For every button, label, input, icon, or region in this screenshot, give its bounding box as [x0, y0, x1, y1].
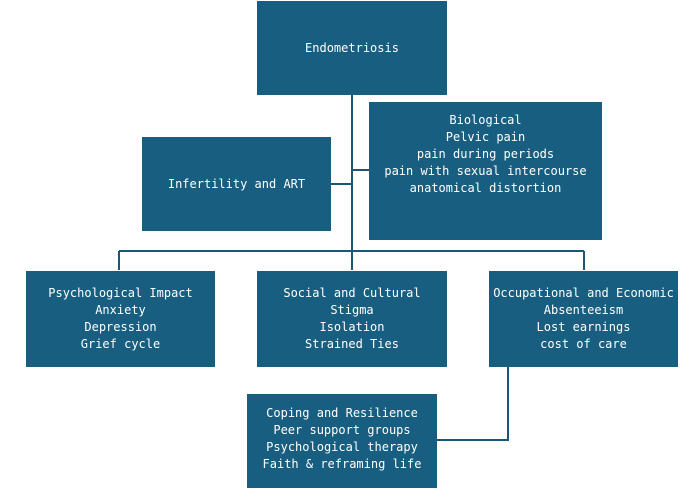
node-item: Anxiety [95, 303, 146, 317]
node-title: Biological [449, 113, 522, 127]
node-item: Pelvic pain [445, 130, 526, 144]
node-item: Peer support groups [273, 423, 411, 437]
node-title: Infertility and ART [167, 176, 306, 191]
node-item: pain with sexual intercourse [384, 164, 587, 178]
node-title: Occupational and Economic [493, 286, 674, 300]
node-title: Psychological Impact [48, 286, 193, 300]
node-item: Isolation [319, 320, 385, 334]
node-endometriosis: Endometriosis [257, 1, 447, 95]
node-item: Depression [84, 320, 157, 334]
node-item: Lost earnings [536, 320, 631, 334]
node-infertility-and-art: Infertility and ART [142, 137, 331, 231]
node-item: Faith & reframing life [262, 457, 422, 471]
node-item: Absenteeism [543, 303, 624, 317]
node-item: pain during periods [416, 147, 555, 161]
connector-coping [437, 367, 509, 441]
node-item: anatomical distortion [409, 181, 562, 195]
node-title: Coping and Resilience [266, 406, 418, 420]
node-item: Grief cycle [80, 337, 161, 351]
node-item: Psychological therapy [266, 440, 418, 454]
node-item: Strained Ties [305, 337, 399, 351]
node-title: Endometriosis [305, 40, 399, 55]
node-item: Stigma [330, 303, 374, 317]
node-item: cost of care [540, 337, 627, 351]
node-title: Social and Cultural [283, 286, 421, 300]
